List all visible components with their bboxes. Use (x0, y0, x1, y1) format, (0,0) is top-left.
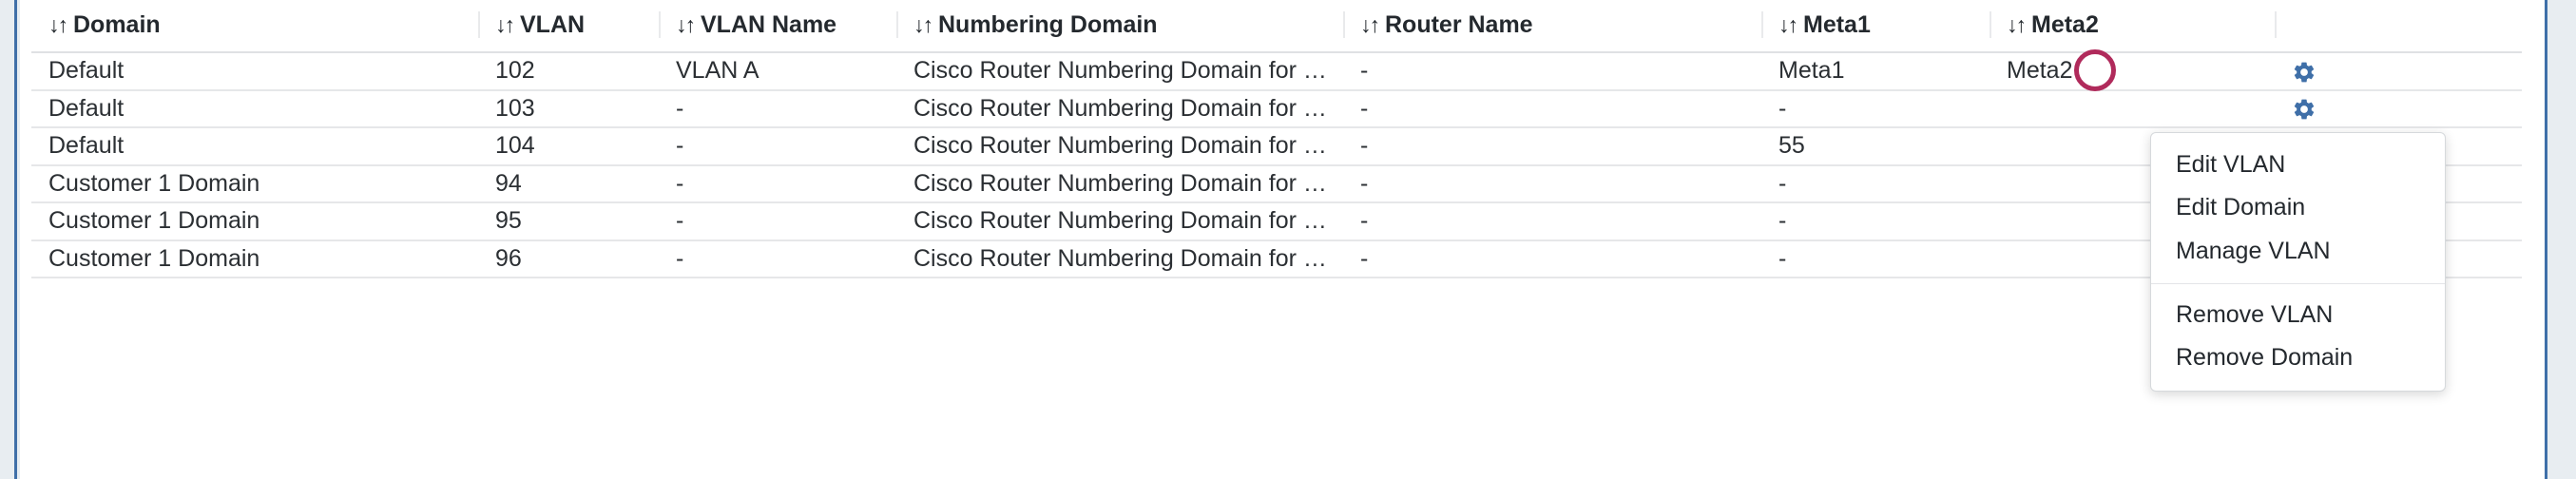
cell-vlan-name: - (659, 164, 896, 203)
table-header: ↓↑Domain ↓↑VLAN ↓↑VLAN Name ↓↑Numbering … (31, 0, 2522, 53)
column-header-numbering-domain[interactable]: ↓↑Numbering Domain (896, 0, 1343, 53)
menu-item-edit-domain[interactable]: Edit Domain (2176, 194, 2306, 221)
cell-vlan-name: - (659, 89, 896, 128)
context-menu-group-primary: Edit VLAN Edit Domain Manage VLAN (2151, 144, 2445, 273)
cell-numbering-domain: Cisco Router Numbering Domain for … (896, 52, 1343, 91)
row-actions-cell[interactable] (2275, 52, 2522, 91)
page-gutter-left (0, 0, 17, 479)
cell-numbering-domain: Cisco Router Numbering Domain for … (896, 202, 1343, 241)
cell-vlan-name: - (659, 202, 896, 241)
row-actions-cell[interactable] (2275, 89, 2522, 128)
sort-updown-icon[interactable]: ↓↑ (1778, 12, 1798, 37)
cell-domain: Customer 1 Domain (31, 202, 478, 241)
column-header-label: Domain (73, 11, 161, 38)
cell-router-name: - (1343, 240, 1761, 278)
cell-meta2: Meta2 (1990, 52, 2275, 91)
column-header-actions (2275, 0, 2522, 53)
cell-vlan-name: - (659, 127, 896, 166)
menu-item-remove-domain[interactable]: Remove Domain (2176, 344, 2354, 371)
vlan-domain-table: ↓↑Domain ↓↑VLAN ↓↑VLAN Name ↓↑Numbering … (31, 0, 2522, 278)
column-header-domain[interactable]: ↓↑Domain (31, 0, 478, 53)
cell-meta1: 55 (1761, 127, 1990, 166)
column-header-vlan[interactable]: ↓↑VLAN (478, 0, 659, 53)
cell-meta1: - (1761, 164, 1990, 203)
gear-icon[interactable] (2292, 60, 2316, 85)
cell-numbering-domain: Cisco Router Numbering Domain for … (896, 240, 1343, 278)
menu-item-manage-vlan[interactable]: Manage VLAN (2176, 237, 2331, 264)
cell-domain: Default (31, 127, 478, 166)
cell-router-name: - (1343, 52, 1761, 91)
column-header-router-name[interactable]: ↓↑Router Name (1343, 0, 1761, 53)
cell-vlan: 103 (478, 89, 659, 128)
gear-icon[interactable] (2292, 97, 2316, 122)
column-header-label: Router Name (1385, 11, 1533, 38)
cell-meta2 (1990, 89, 2275, 128)
column-header-meta2[interactable]: ↓↑Meta2 (1990, 0, 2275, 53)
cell-domain: Default (31, 52, 478, 91)
cell-vlan-name: VLAN A (659, 52, 896, 91)
menu-item-remove-vlan[interactable]: Remove VLAN (2176, 300, 2334, 328)
context-menu-divider (2151, 282, 2445, 284)
circle-highlight-annotation (2074, 49, 2116, 91)
cell-router-name: - (1343, 164, 1761, 203)
column-header-label: Meta2 (2031, 11, 2099, 38)
sort-updown-icon[interactable]: ↓↑ (495, 12, 515, 37)
cell-vlan: 102 (478, 52, 659, 91)
sort-updown-icon[interactable]: ↓↑ (913, 12, 933, 37)
cell-domain: Default (31, 89, 478, 128)
cell-router-name: - (1343, 89, 1761, 128)
cell-meta1: - (1761, 202, 1990, 241)
column-header-meta1[interactable]: ↓↑Meta1 (1761, 0, 1990, 53)
cell-meta1: - (1761, 89, 1990, 128)
menu-item-edit-vlan[interactable]: Edit VLAN (2176, 151, 2286, 178)
cell-meta1: - (1761, 240, 1990, 278)
column-header-label: VLAN Name (701, 11, 837, 38)
table-header-row: ↓↑Domain ↓↑VLAN ↓↑VLAN Name ↓↑Numbering … (31, 0, 2522, 53)
cell-router-name: - (1343, 202, 1761, 241)
cell-vlan: 104 (478, 127, 659, 166)
cell-router-name: - (1343, 127, 1761, 166)
sort-updown-icon[interactable]: ↓↑ (48, 12, 68, 37)
sort-updown-icon[interactable]: ↓↑ (1360, 12, 1380, 37)
row-context-menu[interactable]: Edit VLAN Edit Domain Manage VLAN Remove… (2150, 132, 2446, 393)
column-header-label: Numbering Domain (938, 11, 1158, 38)
column-header-label: Meta1 (1803, 11, 1871, 38)
cell-vlan: 96 (478, 240, 659, 278)
page-gutter-right (2545, 0, 2576, 479)
table-panel: ↓↑Domain ↓↑VLAN ↓↑VLAN Name ↓↑Numbering … (20, 0, 2545, 479)
cell-vlan-name: - (659, 240, 896, 278)
cell-vlan: 95 (478, 202, 659, 241)
column-header-vlan-name[interactable]: ↓↑VLAN Name (659, 0, 896, 53)
cell-domain: Customer 1 Domain (31, 240, 478, 278)
cell-numbering-domain: Cisco Router Numbering Domain for … (896, 89, 1343, 128)
cell-domain: Customer 1 Domain (31, 164, 478, 203)
cell-numbering-domain: Cisco Router Numbering Domain for … (896, 127, 1343, 166)
context-menu-group-destructive: Remove VLAN Remove Domain (2151, 294, 2445, 380)
cell-numbering-domain: Cisco Router Numbering Domain for … (896, 164, 1343, 203)
sort-updown-icon[interactable]: ↓↑ (676, 12, 696, 37)
cell-vlan: 94 (478, 164, 659, 203)
cell-meta1: Meta1 (1761, 52, 1990, 91)
sort-updown-icon[interactable]: ↓↑ (2007, 12, 2027, 37)
column-header-label: VLAN (520, 11, 586, 38)
